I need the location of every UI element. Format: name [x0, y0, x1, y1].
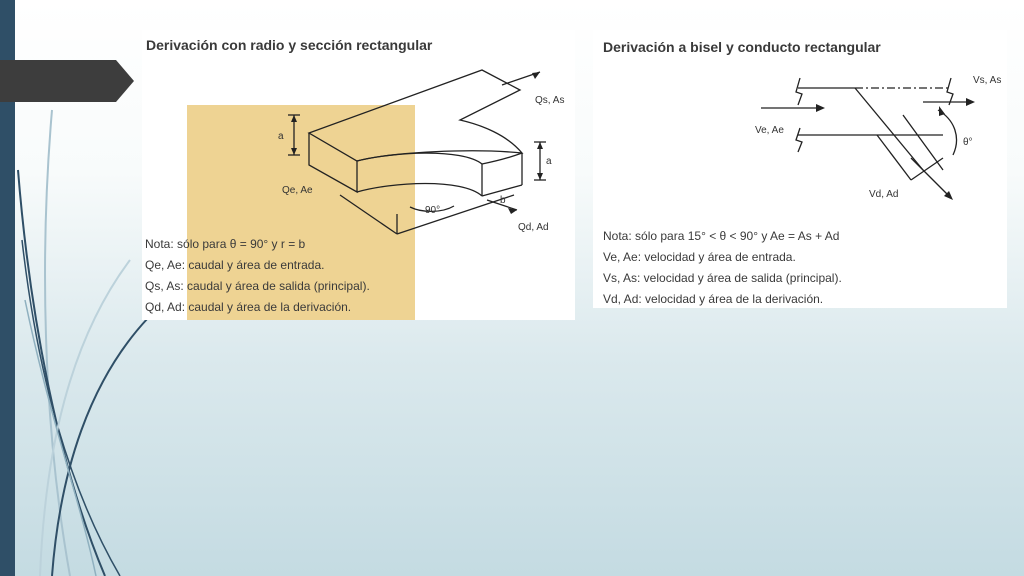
label-ve-ae: Ve, Ae — [755, 125, 784, 136]
label-a-right: a — [546, 156, 552, 167]
label-qs-as: Qs, As — [535, 95, 564, 106]
slide-accent-bar — [0, 0, 15, 576]
label-qd-ad: Qd, Ad — [518, 222, 549, 233]
duct-radius-drawing: a a Qs, As Qe, Ae 90° b Qd, Ad — [278, 69, 564, 235]
note-line: Qe, Ae: caudal y área de entrada. — [145, 258, 325, 272]
label-vd-ad: Vd, Ad — [869, 189, 898, 200]
diagram-2-notes: Nota: sólo para 15° < θ < 90° y Ae = As … — [603, 226, 842, 310]
diagram-radius-branch: a a Qs, As Qe, Ae 90° b Qd, Ad Derivació… — [142, 30, 575, 320]
decorative-curves — [17, 109, 149, 576]
note-line: Qd, Ad: caudal y área de la derivación. — [145, 300, 352, 314]
diagram-2-title: Derivación a bisel y conducto rectangula… — [603, 39, 881, 55]
note-line: Vs, As: velocidad y área de salida (prin… — [603, 271, 842, 285]
label-b: b — [500, 195, 506, 206]
diagram-1-notes: Nota: sólo para θ = 90° y r = b Qe, Ae: … — [145, 234, 370, 318]
label-qe-ae: Qe, Ae — [282, 185, 313, 196]
label-vs-as: Vs, As — [973, 75, 1001, 86]
label-angle-90: 90° — [425, 205, 440, 216]
note-line: Nota: sólo para θ = 90° y r = b — [145, 237, 306, 251]
duct-bevel-drawing: Vs, As Ve, Ae θ° Vd, Ad — [755, 75, 1001, 200]
note-line: Qs, As: caudal y área de salida (princip… — [145, 279, 370, 293]
diagram-bevel-branch: Vs, As Ve, Ae θ° Vd, Ad Derivación a bis… — [593, 30, 1007, 308]
highlight-box — [187, 105, 415, 320]
note-line: Vd, Ad: velocidad y área de la derivació… — [603, 292, 824, 306]
slide-tab-marker — [0, 60, 134, 102]
label-a-left: a — [278, 131, 284, 142]
note-line: Nota: sólo para 15° < θ < 90° y Ae = As … — [603, 229, 840, 243]
diagram-1-title: Derivación con radio y sección rectangul… — [146, 37, 433, 53]
label-theta: θ° — [963, 137, 973, 148]
note-line: Ve, Ae: velocidad y área de entrada. — [603, 250, 796, 264]
